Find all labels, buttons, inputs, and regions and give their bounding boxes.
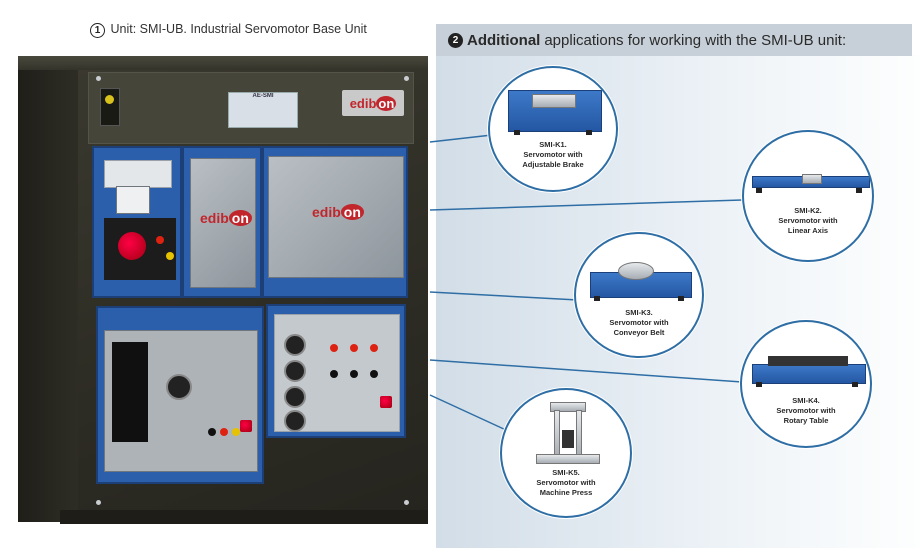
table-foot bbox=[756, 188, 762, 193]
terminal-black-icon bbox=[350, 370, 358, 378]
screw-icon bbox=[96, 500, 101, 505]
emergency-stop-icon bbox=[118, 232, 146, 260]
connector-k2 bbox=[429, 199, 743, 211]
connector-round-icon bbox=[166, 374, 192, 400]
conveyor-belt-icon bbox=[618, 262, 654, 280]
linear-carriage-icon bbox=[802, 174, 822, 184]
red-switch-icon bbox=[380, 396, 392, 408]
terminal-yellow-icon bbox=[232, 428, 240, 436]
terminal-black-icon bbox=[370, 370, 378, 378]
terminal-red-icon bbox=[370, 344, 378, 352]
brake-mechanism-icon bbox=[532, 94, 576, 108]
unit-caption: 1 Unit: SMI-UB. Industrial Servomotor Ba… bbox=[90, 22, 367, 38]
header-number-badge: 2 bbox=[448, 32, 463, 48]
connector-round-icon bbox=[284, 334, 306, 356]
terminal-black-icon bbox=[208, 428, 216, 436]
table-foot bbox=[586, 130, 592, 135]
connector-round-icon bbox=[284, 360, 306, 382]
terminal-black-icon bbox=[330, 370, 338, 378]
connector-k4 bbox=[429, 359, 743, 383]
table-foot bbox=[514, 130, 520, 135]
cabinet-base bbox=[60, 510, 428, 524]
breaker-plate bbox=[104, 160, 172, 188]
press-base-icon bbox=[536, 454, 600, 464]
circuit-breaker-icon bbox=[116, 186, 150, 214]
press-column-icon bbox=[576, 410, 582, 458]
application-label-k2: SMI-K2. Servomotor with Linear Axis bbox=[778, 206, 838, 235]
application-label-k4: SMI-K4. Servomotor with Rotary Table bbox=[776, 396, 836, 425]
terminal-yellow-icon bbox=[166, 252, 174, 260]
screw-icon bbox=[404, 500, 409, 505]
header-rest-text: applications for working with the SMI-UB… bbox=[544, 31, 847, 49]
terminal-red-icon bbox=[220, 428, 228, 436]
application-circle-k5: SMI-K5. Servomotor with Machine Press bbox=[500, 388, 632, 518]
connector-round-icon bbox=[284, 386, 306, 408]
servo-drive-icon bbox=[112, 342, 148, 442]
applications-header: 2 Additional applications for working wi… bbox=[436, 24, 912, 56]
table-foot bbox=[852, 382, 858, 387]
unit-caption-text: Unit: SMI-UB. Industrial Servomotor Base… bbox=[110, 22, 367, 36]
cabinet-label-plate: AE-SMI bbox=[228, 92, 298, 128]
connector-k3 bbox=[429, 291, 579, 301]
blank-plate-2 bbox=[268, 156, 404, 278]
application-label-k3: SMI-K3. Servomotor with Conveyor Belt bbox=[609, 308, 669, 337]
caption-number-badge: 1 bbox=[90, 23, 105, 38]
screw-icon bbox=[404, 76, 409, 81]
press-top-icon bbox=[550, 402, 586, 412]
cabinet-top bbox=[18, 56, 428, 70]
application-label-k5: SMI-K5. Servomotor with Machine Press bbox=[536, 468, 596, 497]
application-circle-k4: SMI-K4. Servomotor with Rotary Table bbox=[740, 320, 872, 448]
cabinet-plate-code: AE-SMI bbox=[252, 93, 274, 99]
application-label-k1: SMI-K1. Servomotor with Adjustable Brake bbox=[522, 140, 584, 169]
table-foot bbox=[594, 296, 600, 301]
red-switch-icon bbox=[240, 420, 252, 432]
rotary-table-icon bbox=[752, 364, 866, 384]
terminal-red-icon bbox=[156, 236, 164, 244]
connector-k5 bbox=[429, 394, 507, 431]
table-foot bbox=[856, 188, 862, 193]
application-circle-k3: SMI-K3. Servomotor with Conveyor Belt bbox=[574, 232, 704, 358]
table-foot bbox=[756, 382, 762, 387]
indicator-lamp-icon bbox=[100, 88, 120, 126]
table-foot bbox=[678, 296, 684, 301]
header-bold-word: Additional bbox=[467, 31, 541, 49]
rotary-cover-icon bbox=[768, 356, 848, 366]
press-ram-icon bbox=[562, 430, 574, 448]
press-column-icon bbox=[554, 410, 560, 458]
terminal-red-icon bbox=[350, 344, 358, 352]
application-circle-k2: SMI-K2. Servomotor with Linear Axis bbox=[742, 130, 874, 262]
connector-k1 bbox=[429, 134, 493, 143]
application-circle-k1: SMI-K1. Servomotor with Adjustable Brake bbox=[488, 66, 618, 192]
screw-icon bbox=[96, 76, 101, 81]
connector-round-icon bbox=[284, 410, 306, 432]
cabinet-side bbox=[18, 56, 78, 522]
terminal-red-icon bbox=[330, 344, 338, 352]
